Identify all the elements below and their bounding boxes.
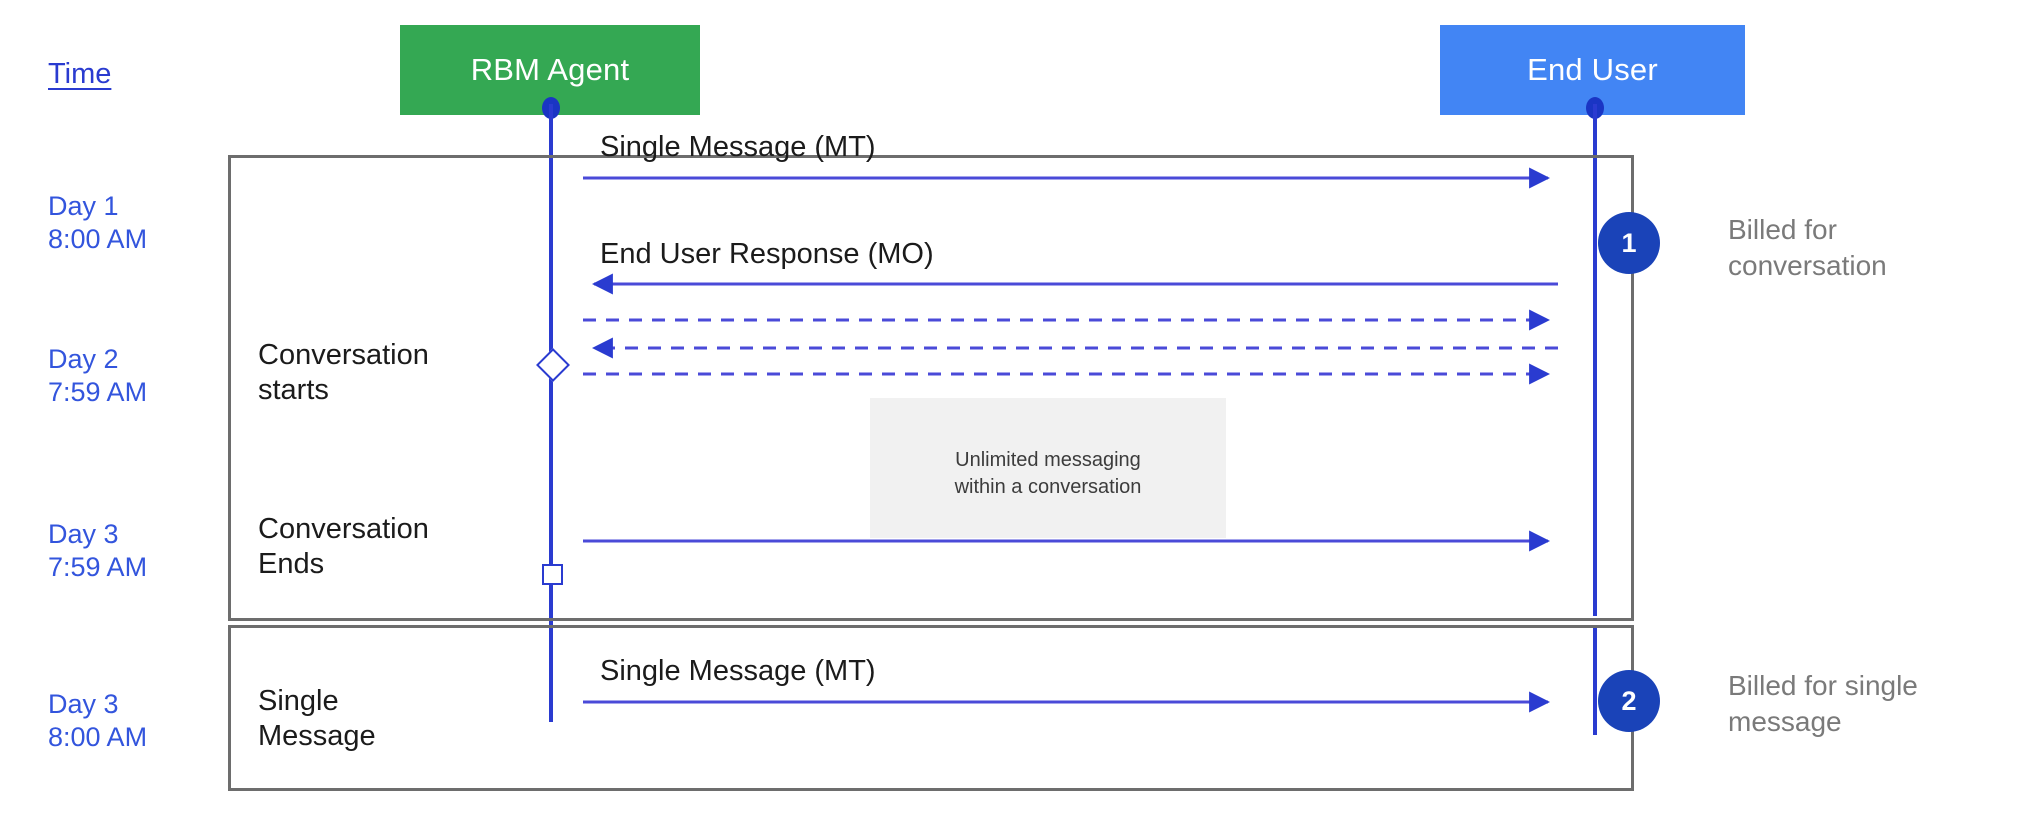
actor-rbm-agent-label: RBM Agent bbox=[470, 52, 630, 87]
lane-label-conversation-ends: Conversation Ends bbox=[258, 513, 429, 581]
time-label-day3-single: Day 3 8:00 AM bbox=[48, 689, 148, 752]
time-label-day1: Day 1 8:00 AM bbox=[48, 191, 148, 254]
time-label-day2: Day 2 7:59 AM bbox=[48, 344, 148, 407]
billing-label-single-message: Billed for single message bbox=[1728, 670, 1918, 738]
conversation-group-frame bbox=[228, 155, 1634, 621]
billing-badge-1-number: 1 bbox=[1621, 227, 1637, 258]
billing-label-conversation: Billed for conversation bbox=[1728, 214, 1887, 282]
message-label-single-message-mt-1: Single Message (MT) bbox=[600, 131, 876, 163]
lifeline-user-lower bbox=[1593, 625, 1597, 735]
message-label-single-message-mt-2: Single Message (MT) bbox=[600, 655, 876, 687]
unlimited-messaging-note-overlay bbox=[870, 398, 1226, 538]
conversation-end-square-marker bbox=[542, 564, 563, 585]
unlimited-messaging-note-text-overlay: Unlimited messaging within a conversatio… bbox=[954, 449, 1142, 498]
billing-badge-1[interactable]: 1 bbox=[1598, 212, 1660, 274]
billing-badge-2-number: 2 bbox=[1621, 685, 1637, 716]
lifeline-agent-upper bbox=[549, 104, 553, 564]
lifeline-user-upper bbox=[1593, 104, 1597, 616]
lane-label-conversation-starts: Conversation starts bbox=[258, 339, 429, 407]
lifeline-agent-lower bbox=[549, 564, 553, 722]
single-message-group-frame bbox=[228, 625, 1634, 791]
time-column-header: Time bbox=[48, 58, 112, 90]
actor-end-user-label: End User bbox=[1527, 52, 1658, 87]
lane-label-single-message: Single Message bbox=[258, 685, 376, 753]
billing-badge-2[interactable]: 2 bbox=[1598, 670, 1660, 732]
time-label-day3-end: Day 3 7:59 AM bbox=[48, 519, 148, 582]
message-label-end-user-response-mo: End User Response (MO) bbox=[600, 238, 934, 270]
